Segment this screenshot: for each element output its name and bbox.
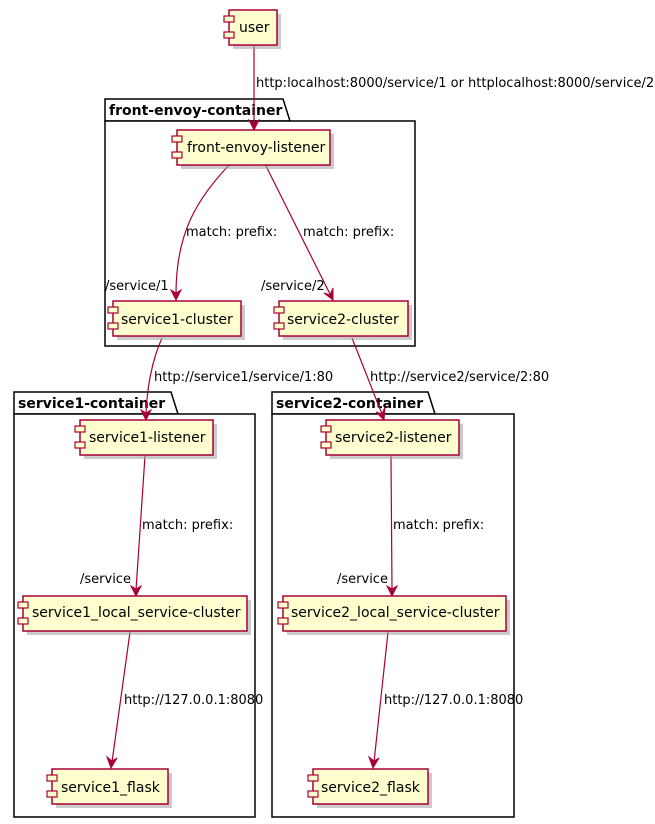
- edge-service1-local-to-flask: http://127.0.0.1:8080: [105, 631, 263, 770]
- edge-service1-listener-to-local-cluster: match: prefix: /service: [80, 455, 233, 598]
- component-label: service2_flask: [321, 780, 421, 796]
- component-label: service2_local_service-cluster: [291, 605, 500, 621]
- edge-label: http:localhost:8000/service/1 or httploc…: [256, 76, 654, 91]
- component-label: service2-listener: [335, 430, 452, 446]
- component-label: user: [239, 20, 270, 36]
- component-service1-cluster: service1-cluster: [107, 300, 245, 340]
- package-title: service2-container: [276, 396, 423, 412]
- edge-label: match: prefix:: [393, 518, 484, 533]
- edge-label: match: prefix:: [186, 225, 277, 240]
- component-label: front-envoy-listener: [187, 140, 325, 156]
- component-service1-local-service-cluster: service1_local_service-cluster: [17, 595, 251, 635]
- edge-tail-label: /service/1: [105, 279, 169, 294]
- edge-label: match: prefix:: [142, 518, 233, 533]
- package-title: service1-container: [18, 396, 165, 412]
- edge-label: http://service2/service/2:80: [370, 370, 549, 385]
- component-front-envoy-listener: front-envoy-listener: [171, 129, 334, 169]
- edge-service2-listener-to-local-cluster: match: prefix: /service: [337, 455, 484, 598]
- component-service2-cluster: service2-cluster: [273, 300, 412, 340]
- component-user: user: [223, 9, 281, 49]
- edge-service2-cluster-to-service2-listener: http://service2/service/2:80: [351, 337, 549, 422]
- component-label: service1-listener: [89, 430, 206, 446]
- edge-front-envoy-to-service1-cluster: match: prefix: /service/1: [105, 161, 277, 302]
- component-service2-local-service-cluster: service2_local_service-cluster: [277, 595, 510, 635]
- component-label: service1_local_service-cluster: [32, 605, 241, 621]
- edge-label: http://service1/service/1:80: [154, 370, 333, 385]
- edge-label: http://127.0.0.1:8080: [384, 693, 523, 708]
- edge-tail-label: /service: [80, 572, 131, 587]
- edge-tail-label: /service: [337, 572, 388, 587]
- component-service1-flask: service1_flask: [46, 768, 172, 808]
- component-label: service1-cluster: [121, 312, 233, 328]
- component-service2-flask: service2_flask: [307, 768, 432, 808]
- component-service2-listener: service2-listener: [320, 419, 463, 459]
- edge-user-to-front-envoy-listener: http:localhost:8000/service/1 or httploc…: [247, 46, 654, 132]
- edge-service2-local-to-flask: http://127.0.0.1:8080: [367, 631, 523, 770]
- component-service1-listener: service1-listener: [74, 419, 217, 459]
- component-label: service2-cluster: [287, 312, 399, 328]
- edge-label: match: prefix:: [303, 225, 394, 240]
- edge-front-envoy-to-service2-cluster: match: prefix: /service/2: [261, 161, 394, 302]
- package-title: front-envoy-container: [109, 103, 283, 119]
- edge-label: http://127.0.0.1:8080: [124, 693, 263, 708]
- edge-tail-label: /service/2: [261, 279, 325, 294]
- component-label: service1_flask: [61, 780, 161, 796]
- edge-service1-cluster-to-service1-listener: http://service1/service/1:80: [139, 337, 333, 422]
